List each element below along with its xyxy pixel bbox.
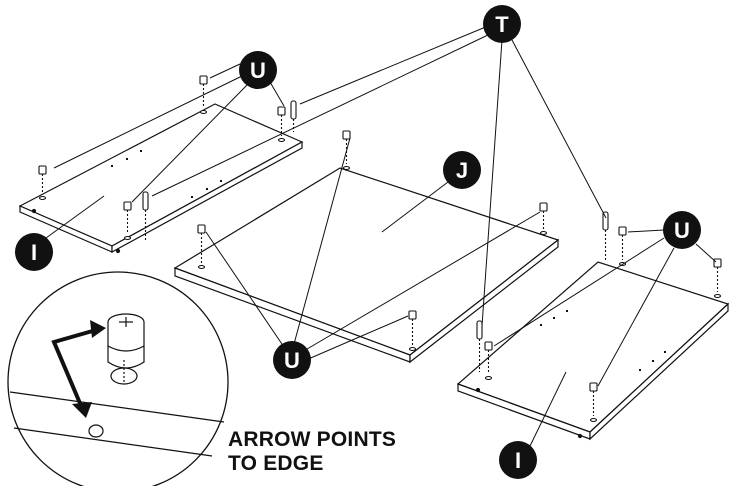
label-u-bottom-center-text: U	[284, 348, 300, 373]
cam-fitting	[618, 226, 627, 267]
panel-j	[173, 167, 560, 364]
cam-fitting	[38, 165, 47, 201]
label-u-right: U	[663, 211, 701, 249]
panel-i-left	[18, 103, 304, 254]
label-u-top-left-text: U	[250, 58, 266, 83]
dowel	[142, 191, 149, 240]
cam-fitting	[589, 382, 598, 423]
label-j-text: J	[456, 158, 468, 183]
cam-lock-detail	[107, 313, 145, 385]
dowel	[476, 320, 483, 372]
cam-fitting	[408, 310, 417, 352]
cam-fitting	[123, 201, 132, 241]
detail-inset	[7, 271, 229, 486]
arrow-indicator	[51, 320, 106, 418]
label-u-right-text: U	[674, 218, 690, 243]
caption-arrow-points: ARROW POINTS TO EDGE	[228, 428, 396, 476]
label-i-left-text: I	[31, 240, 37, 265]
label-t-text: T	[495, 12, 509, 37]
hardware-fittings	[38, 75, 722, 423]
label-u-bottom-center: U	[273, 341, 311, 379]
cam-fitting	[277, 106, 286, 143]
leader-lines	[45, 25, 717, 447]
label-i-left: I	[15, 233, 53, 271]
panel-i-right	[456, 261, 730, 441]
label-t: T	[483, 5, 521, 43]
label-j: J	[443, 151, 481, 189]
label-i-right-text: I	[515, 448, 521, 473]
cam-fitting	[484, 341, 493, 381]
caption-line-2: TO EDGE	[228, 452, 324, 475]
dowel	[290, 100, 297, 132]
label-i-right: I	[499, 441, 537, 479]
dowel	[602, 211, 609, 262]
caption-line-1: ARROW POINTS	[228, 428, 397, 451]
cam-fitting	[713, 258, 722, 299]
label-u-top-left: U	[239, 51, 277, 89]
cam-fitting	[199, 75, 208, 115]
cam-fitting	[197, 224, 206, 270]
cam-fitting	[539, 202, 548, 236]
